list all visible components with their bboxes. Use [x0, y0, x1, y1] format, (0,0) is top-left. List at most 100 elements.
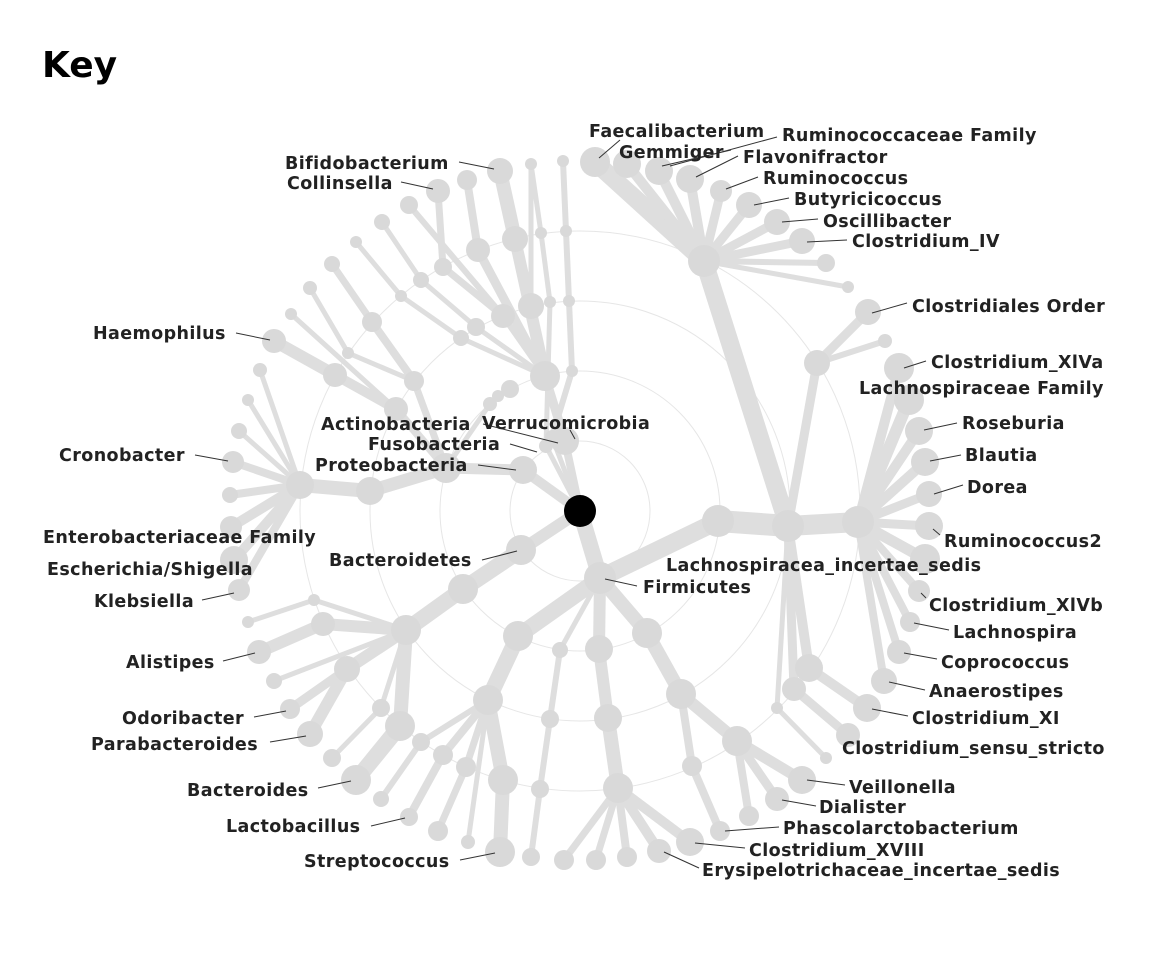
node [554, 850, 574, 870]
label-lachnospiraceae-family: Lachnospiraceae Family [859, 379, 1104, 399]
label-clostridium-iv: Clostridium_IV [852, 232, 1000, 252]
node [324, 256, 340, 272]
leader-line [888, 681, 926, 691]
node [502, 226, 528, 252]
leader-line [903, 360, 927, 369]
node [552, 642, 568, 658]
leader-line [806, 779, 846, 786]
node-bifidobacterium [487, 158, 513, 184]
node [404, 371, 424, 391]
node [242, 616, 254, 628]
leader-line [400, 181, 434, 190]
label-dialister: Dialister [819, 798, 906, 818]
label-verrucomicrobia: Verrucomicrobia [482, 414, 650, 434]
node-clostridium-sensu-stricto [836, 723, 860, 747]
leader-line [598, 139, 621, 159]
leader-line [932, 528, 941, 536]
edge [379, 220, 424, 282]
edge [783, 362, 822, 527]
node-enterobacteriaceae-family [220, 516, 242, 538]
edge [688, 764, 724, 833]
leader-line [695, 155, 739, 178]
label-ruminococcus2: Ruminococcus2 [944, 532, 1102, 552]
node [702, 505, 734, 537]
node [878, 334, 892, 348]
leader-line [781, 218, 819, 223]
label-lachnospiracea-incertae-sedis: Lachnospiracea_incertae_sedis [666, 556, 981, 576]
node [323, 363, 347, 387]
node [448, 574, 478, 604]
node-veillonella [788, 766, 816, 794]
label-gemmiger: Gemmiger [619, 143, 724, 163]
label-clostridium-xivb: Clostridium_XlVb [929, 596, 1103, 616]
leader-line [871, 708, 909, 717]
label-proteobacteria: Proteobacteria [315, 456, 468, 476]
node-lachnospiracea-incertae-sedis-leaf [910, 544, 940, 574]
node [782, 677, 806, 701]
label-escherichia-shigella: Escherichia/Shigella [47, 560, 253, 580]
node-bacteroides [341, 765, 371, 795]
node [431, 453, 461, 483]
node-parabacteroides [297, 721, 323, 747]
edge [783, 525, 799, 690]
node [372, 699, 390, 717]
edge [703, 258, 827, 266]
node [817, 254, 835, 272]
node-gemmiger [613, 150, 641, 178]
label-phascolarctobacterium: Phascolarctobacterium [783, 819, 1019, 839]
node [350, 236, 362, 248]
node [453, 330, 469, 346]
node [457, 170, 477, 190]
node [222, 487, 238, 503]
node-dialister [765, 787, 789, 811]
edge [354, 240, 403, 298]
label-klebsiella: Klebsiella [94, 592, 194, 612]
node [541, 710, 559, 728]
node [820, 752, 832, 764]
edge [703, 258, 849, 290]
node [231, 423, 247, 439]
node-erysipelotrichaceae-incertae-sedis [647, 839, 671, 863]
edge [703, 236, 803, 266]
label-fusobacteria: Fusobacteria [368, 435, 500, 455]
node-lachnospiraceae-family [894, 385, 924, 415]
label-ruminococcus: Ruminococcus [763, 169, 908, 189]
node [560, 225, 572, 237]
node [434, 258, 452, 276]
node [563, 295, 575, 307]
node-proteobacteria [509, 456, 537, 484]
node [473, 685, 503, 715]
label-butyricicoccus: Butyricicoccus [794, 190, 942, 210]
edge [368, 319, 418, 384]
node [530, 361, 560, 391]
node [771, 702, 783, 714]
leader-lines [194, 136, 964, 869]
leader-line [903, 652, 938, 660]
leader-line [920, 592, 927, 599]
leader-line [477, 464, 517, 471]
leader-line [694, 842, 746, 849]
node-flavonifractor [676, 165, 704, 193]
edge [347, 350, 415, 384]
leader-line [725, 176, 759, 190]
node [804, 350, 830, 376]
edge [419, 278, 478, 329]
node [603, 773, 633, 803]
node [535, 227, 547, 239]
node-escherichia-shigella [220, 546, 248, 574]
node-lactobacillus [400, 808, 418, 826]
label-lachnospira: Lachnospira [953, 623, 1077, 643]
node [795, 654, 823, 682]
leader-line [663, 851, 700, 869]
node [666, 679, 696, 709]
edge [528, 163, 544, 234]
node [682, 756, 702, 776]
node [586, 850, 606, 870]
node [531, 780, 549, 798]
edge [774, 525, 791, 709]
node [395, 290, 407, 302]
edge [537, 718, 553, 790]
edge [410, 379, 450, 470]
label-streptococcus: Streptococcus [304, 852, 450, 872]
node-dorea [916, 481, 942, 507]
